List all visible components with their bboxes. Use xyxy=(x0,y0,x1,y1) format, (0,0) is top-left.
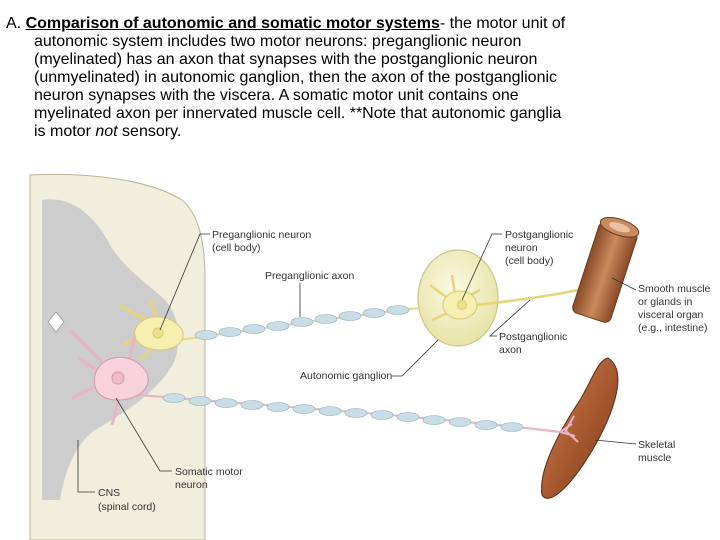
somatic-motor-neuron xyxy=(68,328,149,426)
leader-smooth-muscle xyxy=(611,277,637,291)
last-line-end: sensory. xyxy=(117,123,182,140)
last-line-start: is motor xyxy=(34,123,96,140)
leader-postganglionic-neuron xyxy=(461,233,502,301)
item-prefix: A. xyxy=(6,15,26,32)
text-line-2: (myelinated) has an axon that synapses w… xyxy=(34,51,538,68)
text-line-6: is motor not sensory. xyxy=(6,123,706,141)
slide-text: A. Comparison of autonomic and somatic m… xyxy=(6,15,706,141)
label-autonomic-ganglion: Autonomic ganglion xyxy=(300,370,392,382)
leader-postganglionic-axon xyxy=(488,299,531,337)
label-postganglionic-axon: Postganglionic axon xyxy=(499,331,570,356)
preganglionic-axon xyxy=(179,305,421,342)
text-line-1: autonomic system includes two motor neur… xyxy=(34,33,522,50)
leader-autonomic-ganglion xyxy=(392,339,439,377)
label-skeletal-muscle: Skeletal muscle xyxy=(638,439,678,464)
skeletal-muscle xyxy=(541,357,619,499)
leader-preganglionic-neuron xyxy=(159,233,210,331)
label-smooth-muscle: Smooth muscle or glands in visceral orga… xyxy=(638,283,713,334)
emphasis-not: not xyxy=(95,123,118,140)
postganglionic-neuron xyxy=(429,274,481,322)
text-line-5: myelinated axon per innervated muscle ce… xyxy=(34,105,562,122)
leader-somatic-neuron xyxy=(115,397,172,472)
text-line-4: neuron synapses with the viscera. A soma… xyxy=(34,87,519,104)
leader-cns xyxy=(77,440,95,493)
line1-rest: - the motor unit of xyxy=(439,15,566,32)
leader-skeletal-muscle xyxy=(594,439,637,445)
somatic-terminals xyxy=(559,415,579,443)
preganglionic-neuron xyxy=(119,299,184,362)
somatic-axon xyxy=(139,393,561,434)
slide-heading: Comparison of autonomic and somatic moto… xyxy=(25,15,440,32)
central-canal-icon xyxy=(47,311,65,333)
motor-systems-diagram: Preganglionic neuron (cell body) Pregang… xyxy=(29,173,713,540)
label-preganglionic-axon: Preganglionic axon xyxy=(265,270,354,282)
label-somatic-motor-neuron: Somatic motor neuron xyxy=(175,466,246,491)
label-cns: CNS (spinal cord) xyxy=(98,487,156,513)
label-postganglionic-neuron: Postganglionic neuron (cell body) xyxy=(505,229,576,267)
visceral-organ xyxy=(572,216,640,323)
text-line-3: (unmyelinated) in autonomic ganglion, th… xyxy=(34,69,558,86)
gray-matter xyxy=(42,199,179,500)
label-preganglionic-neuron: Preganglionic neuron (cell body) xyxy=(212,229,314,254)
